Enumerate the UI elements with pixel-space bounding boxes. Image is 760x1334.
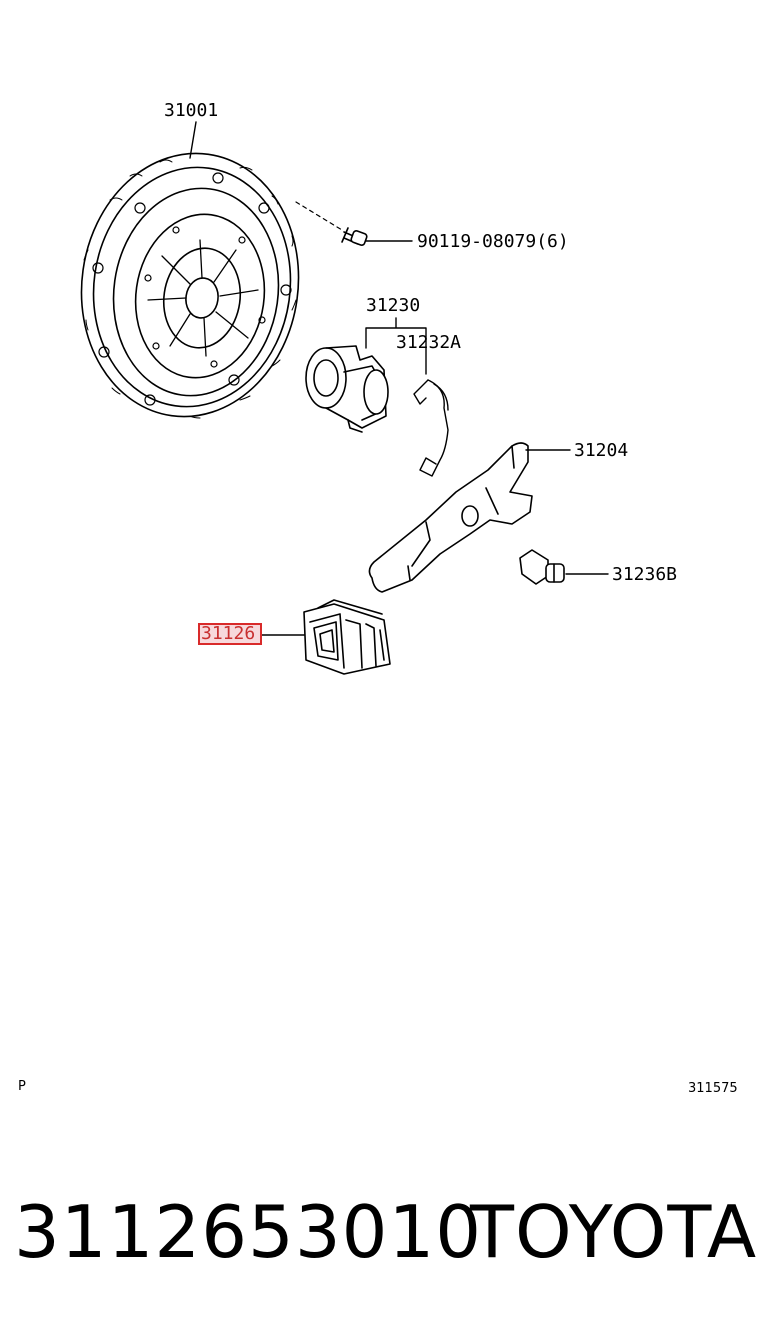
label-bolt: 90119-08079(6) xyxy=(417,231,569,252)
release-fork-drawing xyxy=(368,442,533,593)
label-pivot-stud: 31236B xyxy=(612,564,678,585)
brand-name: TOYOTA xyxy=(470,1190,758,1274)
label-boot-highlighted[interactable]: 31126 xyxy=(198,623,262,645)
label-pressure-plate: 31001 xyxy=(164,100,219,121)
label-release-bearing: 31230 xyxy=(366,295,421,316)
clip-drawing xyxy=(413,379,449,477)
pivot-stud-drawing xyxy=(519,549,565,585)
bolt-drawing xyxy=(295,201,368,246)
label-release-fork: 31204 xyxy=(574,440,629,461)
part-number: 3112653010 xyxy=(14,1190,483,1274)
leader-lines xyxy=(189,121,609,636)
release-bearing-drawing xyxy=(305,345,389,433)
boot-drawing xyxy=(303,599,391,675)
page-marker: P xyxy=(18,1079,26,1094)
parts-diagram xyxy=(80,121,609,675)
label-clip: 31232A xyxy=(396,332,462,353)
figure-number: 311575 xyxy=(688,1081,738,1096)
pressure-plate-drawing xyxy=(80,152,300,419)
